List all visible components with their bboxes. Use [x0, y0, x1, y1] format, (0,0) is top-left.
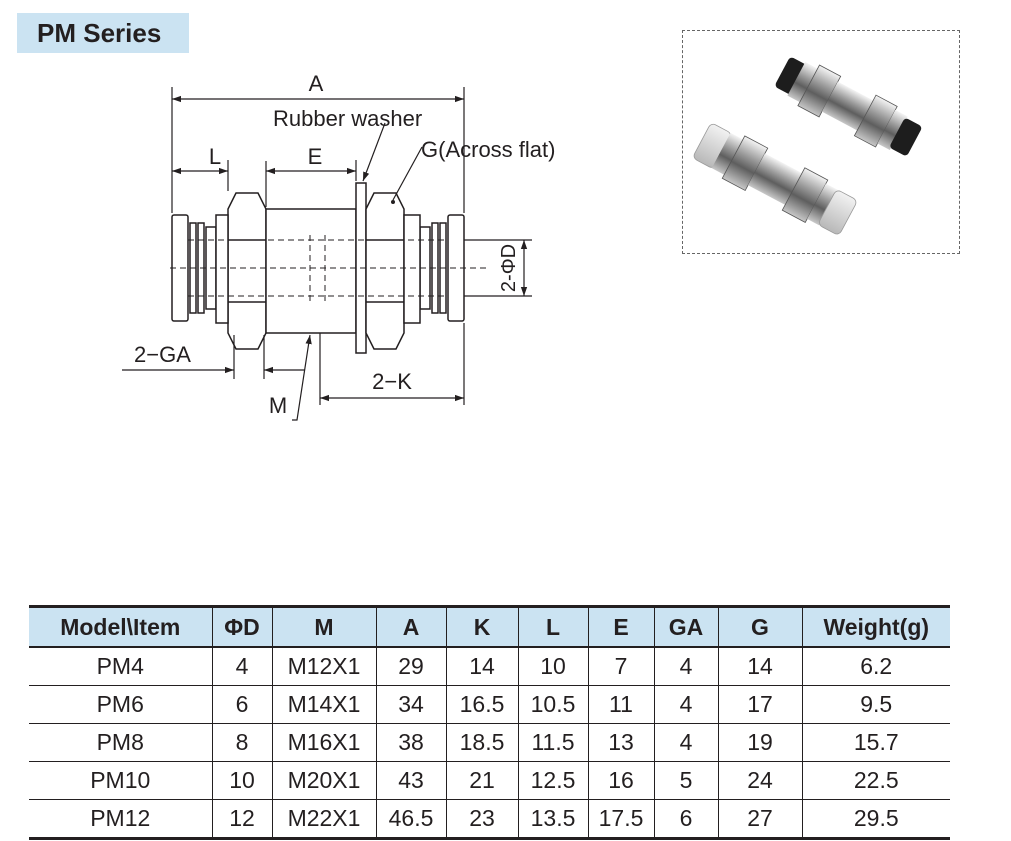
table-cell: 12.5: [517, 761, 589, 800]
header-cell: GA: [653, 605, 719, 648]
dim-label-d: 2-ΦD: [498, 244, 520, 292]
table-cell: 5: [653, 761, 719, 800]
table-cell: M20X1: [271, 761, 377, 800]
header-cell: K: [445, 605, 519, 648]
table-cell: 6: [211, 685, 273, 724]
table-cell: 43: [375, 761, 447, 800]
table-row: PM12 12 M22X1 46.5 23 13.5 17.5 6 27 29.…: [29, 799, 950, 840]
table-cell: 7: [587, 647, 655, 686]
table-row: PM8 8 M16X1 38 18.5 11.5 13 4 19 15.7: [29, 723, 950, 762]
table-cell: PM10: [29, 761, 213, 800]
table-cell: 17: [717, 685, 803, 724]
header-cell: M: [271, 605, 377, 648]
header-cell: Model\Item: [29, 605, 213, 648]
table-cell: 9.5: [801, 685, 950, 724]
table-cell: 27: [717, 799, 803, 840]
table-cell: 29.5: [801, 799, 950, 840]
table-cell: 12: [211, 799, 273, 840]
header-cell: E: [587, 605, 655, 648]
table-cell: 16.5: [445, 685, 519, 724]
table-cell: 34: [375, 685, 447, 724]
header-cell: ΦD: [211, 605, 273, 648]
header-cell: A: [375, 605, 447, 648]
dim-label-g: G(Across flat): [421, 137, 555, 162]
dim-label-e: E: [308, 144, 323, 169]
table-cell: PM6: [29, 685, 213, 724]
table-cell: 46.5: [375, 799, 447, 840]
table-cell: 6: [653, 799, 719, 840]
table-cell: M16X1: [271, 723, 377, 762]
table-cell: 16: [587, 761, 655, 800]
table-cell: 4: [653, 685, 719, 724]
table-cell: 4: [653, 647, 719, 686]
table-cell: 13.5: [517, 799, 589, 840]
dimension-lines: [122, 87, 532, 421]
table-cell: 4: [653, 723, 719, 762]
table-cell: 29: [375, 647, 447, 686]
dim-label-m: M: [269, 393, 287, 418]
table-cell: 14: [717, 647, 803, 686]
table-cell: 14: [445, 647, 519, 686]
table-cell: 21: [445, 761, 519, 800]
table-cell: 38: [375, 723, 447, 762]
table-row: PM6 6 M14X1 34 16.5 10.5 11 4 17 9.5: [29, 685, 950, 724]
table-cell: M22X1: [271, 799, 377, 840]
table-cell: 10: [517, 647, 589, 686]
dim-label-k: 2−K: [372, 369, 412, 394]
fitting-back: [775, 57, 922, 156]
table-cell: 10: [211, 761, 273, 800]
table-cell: 17.5: [587, 799, 655, 840]
table-cell: 4: [211, 647, 273, 686]
table-cell: 15.7: [801, 723, 950, 762]
fitting-front: [693, 123, 857, 235]
table-cell: 11: [587, 685, 655, 724]
spec-table: Model\Item ΦD M A K L E GA G Weight(g) P…: [29, 605, 950, 840]
table-cell: 6.2: [801, 647, 950, 686]
table-cell: 19: [717, 723, 803, 762]
table-row: PM10 10 M20X1 43 21 12.5 16 5 24 22.5: [29, 761, 950, 800]
dim-label-l: L: [209, 144, 221, 169]
table-cell: 23: [445, 799, 519, 840]
header-cell: L: [517, 605, 589, 648]
header-cell: G: [717, 605, 803, 648]
table-row: PM4 4 M12X1 29 14 10 7 4 14 6.2: [29, 647, 950, 686]
table-cell: M12X1: [271, 647, 377, 686]
table-cell: 24: [717, 761, 803, 800]
table-cell: 18.5: [445, 723, 519, 762]
technical-drawing: A Rubber washer L E G(Across flat) 2-ΦD …: [122, 71, 555, 421]
table-cell: PM4: [29, 647, 213, 686]
hidden-lines: [170, 235, 490, 301]
product-photo: [693, 57, 922, 235]
table-header-row: Model\Item ΦD M A K L E GA G Weight(g): [29, 605, 950, 648]
dim-label-ga: 2−GA: [134, 342, 191, 367]
dim-label-a: A: [309, 71, 324, 96]
table-cell: 11.5: [517, 723, 589, 762]
header-cell: Weight(g): [801, 605, 950, 648]
table-cell: PM8: [29, 723, 213, 762]
table-cell: 8: [211, 723, 273, 762]
table-cell: 22.5: [801, 761, 950, 800]
dim-label-rubber-washer: Rubber washer: [273, 106, 422, 131]
table-cell: 13: [587, 723, 655, 762]
product-photo-frame: [682, 30, 960, 254]
series-title: PM Series: [17, 13, 189, 53]
table-cell: PM12: [29, 799, 213, 840]
table-cell: 10.5: [517, 685, 589, 724]
table-cell: M14X1: [271, 685, 377, 724]
